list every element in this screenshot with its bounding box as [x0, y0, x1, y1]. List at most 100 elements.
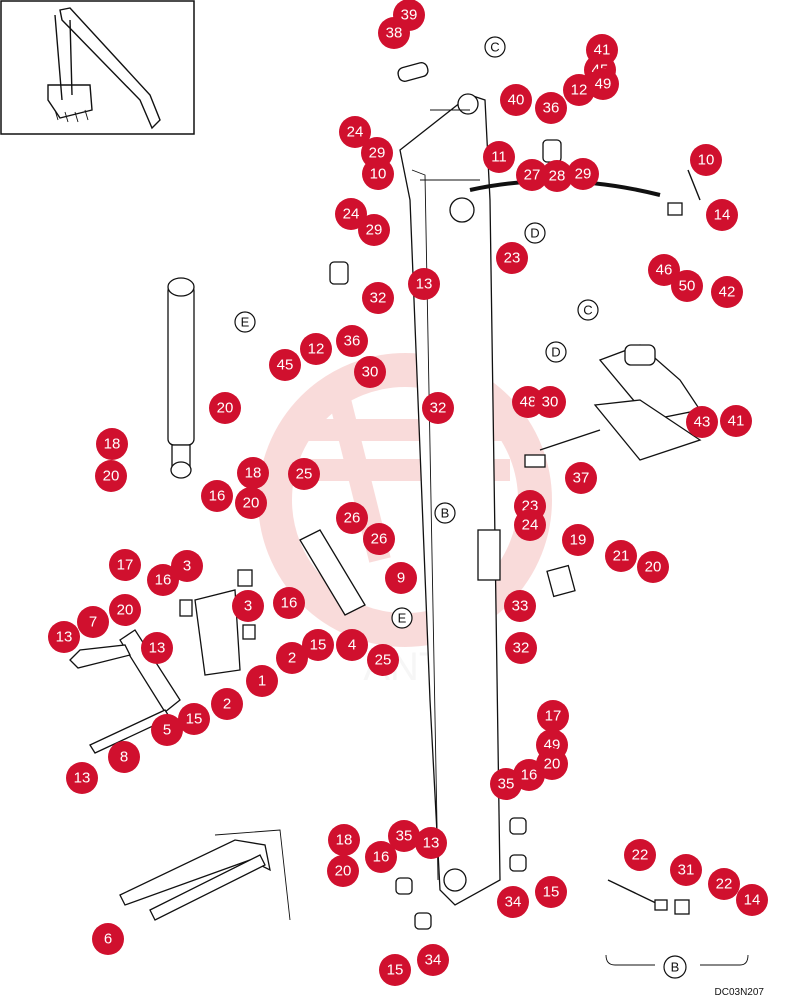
callout-part-22[interactable]: 22: [708, 868, 740, 900]
callout-number: 41: [728, 413, 745, 430]
callout-part-16[interactable]: 16: [365, 841, 397, 873]
callout-part-35[interactable]: 35: [490, 768, 522, 800]
callout-part-13[interactable]: 13: [141, 632, 173, 664]
callout-part-31[interactable]: 31: [670, 854, 702, 886]
callout-part-49[interactable]: 49: [587, 68, 619, 100]
callout-part-41[interactable]: 41: [720, 405, 752, 437]
callout-part-13[interactable]: 13: [415, 827, 447, 859]
callout-part-2[interactable]: 2: [211, 688, 243, 720]
callout-part-33[interactable]: 33: [504, 590, 536, 622]
callout-part-36[interactable]: 36: [336, 325, 368, 357]
callout-part-29[interactable]: 29: [358, 214, 390, 246]
callout-part-19[interactable]: 19: [562, 524, 594, 556]
callout-part-24[interactable]: 24: [339, 116, 371, 148]
callout-part-20[interactable]: 20: [637, 551, 669, 583]
callout-part-5[interactable]: 5: [151, 714, 183, 746]
callout-part-3[interactable]: 3: [171, 550, 203, 582]
callout-part-25[interactable]: 25: [367, 644, 399, 676]
callout-part-13[interactable]: 13: [408, 268, 440, 300]
callout-part-30[interactable]: 30: [354, 356, 386, 388]
callout-part-16[interactable]: 16: [147, 564, 179, 596]
callout-part-20[interactable]: 20: [109, 594, 141, 626]
callout-part-2[interactable]: 2: [276, 642, 308, 674]
callout-part-10[interactable]: 10: [362, 158, 394, 190]
callout-number: 20: [103, 468, 120, 485]
callout-part-15[interactable]: 15: [302, 629, 334, 661]
callout-part-18[interactable]: 18: [328, 824, 360, 856]
callout-number: 34: [505, 894, 522, 911]
callout-part-13[interactable]: 13: [48, 621, 80, 653]
callout-part-25[interactable]: 25: [288, 458, 320, 490]
callout-part-20[interactable]: 20: [95, 460, 127, 492]
callout-part-38[interactable]: 38: [378, 17, 410, 49]
callout-part-13[interactable]: 13: [66, 762, 98, 794]
callout-part-18[interactable]: 18: [237, 457, 269, 489]
callout-part-11[interactable]: 11: [483, 141, 515, 173]
reference-letter-d: D: [545, 341, 567, 363]
callout-part-42[interactable]: 42: [711, 276, 743, 308]
callout-part-17[interactable]: 17: [537, 700, 569, 732]
callout-number: 31: [678, 862, 695, 879]
callout-part-8[interactable]: 8: [108, 741, 140, 773]
callout-part-18[interactable]: 18: [96, 428, 128, 460]
callout-part-16[interactable]: 16: [273, 587, 305, 619]
callout-part-40[interactable]: 40: [500, 84, 532, 116]
callout-number: 16: [155, 572, 172, 589]
callout-number: 15: [310, 637, 327, 654]
callout-part-35[interactable]: 35: [388, 820, 420, 852]
callout-part-32[interactable]: 32: [422, 392, 454, 424]
callout-part-15[interactable]: 15: [535, 876, 567, 908]
callout-part-26[interactable]: 26: [336, 502, 368, 534]
callout-part-16[interactable]: 16: [201, 480, 233, 512]
callout-number: 10: [370, 166, 387, 183]
callout-part-4[interactable]: 4: [336, 629, 368, 661]
callout-part-30[interactable]: 30: [534, 386, 566, 418]
callout-part-24[interactable]: 24: [514, 509, 546, 541]
callout-part-14[interactable]: 14: [706, 199, 738, 231]
callout-part-24[interactable]: 24: [335, 198, 367, 230]
callout-number: 9: [397, 570, 405, 587]
callout-number: 45: [277, 357, 294, 374]
callout-part-32[interactable]: 32: [362, 282, 394, 314]
callout-part-34[interactable]: 34: [417, 944, 449, 976]
callout-part-6[interactable]: 6: [92, 923, 124, 955]
callout-part-29[interactable]: 29: [567, 158, 599, 190]
callout-part-21[interactable]: 21: [605, 540, 637, 572]
detail-group-b: [605, 879, 749, 966]
callout-part-45[interactable]: 45: [269, 349, 301, 381]
callout-part-12[interactable]: 12: [563, 74, 595, 106]
callout-part-37[interactable]: 37: [565, 462, 597, 494]
callout-part-36[interactable]: 36: [535, 92, 567, 124]
callout-part-20[interactable]: 20: [209, 392, 241, 424]
callout-part-26[interactable]: 26: [363, 523, 395, 555]
arm-main: [399, 93, 501, 906]
callout-part-7[interactable]: 7: [77, 606, 109, 638]
callout-part-14[interactable]: 14: [736, 884, 768, 916]
callout-part-15[interactable]: 15: [379, 954, 411, 986]
callout-part-20[interactable]: 20: [327, 855, 359, 887]
callout-part-12[interactable]: 12: [300, 333, 332, 365]
callout-part-50[interactable]: 50: [671, 270, 703, 302]
callout-part-17[interactable]: 17: [109, 549, 141, 581]
callout-number: 22: [716, 876, 733, 893]
callout-number: 11: [491, 149, 507, 166]
callout-part-20[interactable]: 20: [235, 487, 267, 519]
callout-part-1[interactable]: 1: [246, 665, 278, 697]
callout-part-34[interactable]: 34: [497, 886, 529, 918]
callout-part-43[interactable]: 43: [686, 406, 718, 438]
callout-part-46[interactable]: 46: [648, 254, 680, 286]
callout-number: 1: [258, 673, 266, 690]
callout-part-9[interactable]: 9: [385, 562, 417, 594]
callout-part-32[interactable]: 32: [505, 632, 537, 664]
callout-part-22[interactable]: 22: [624, 839, 656, 871]
callout-part-10[interactable]: 10: [690, 144, 722, 176]
callout-part-28[interactable]: 28: [541, 160, 573, 192]
callout-part-48[interactable]: 48: [512, 386, 544, 418]
callout-part-15[interactable]: 15: [178, 703, 210, 735]
callout-part-23[interactable]: 23: [496, 242, 528, 274]
callout-part-3[interactable]: 3: [232, 590, 264, 622]
callout-part-27[interactable]: 27: [516, 159, 548, 191]
